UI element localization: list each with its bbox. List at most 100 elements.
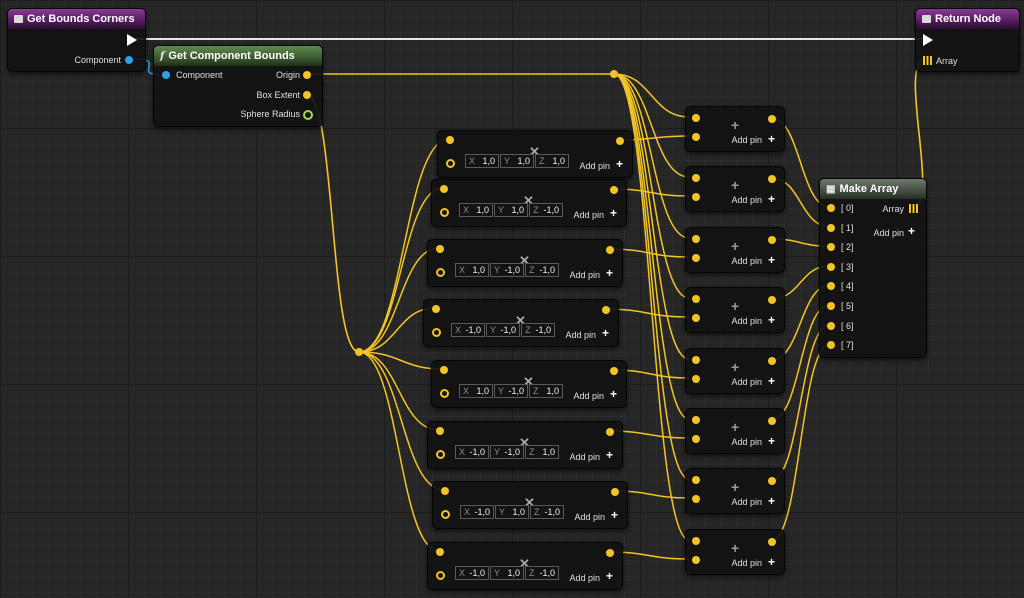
add-output-pin[interactable]: [768, 236, 776, 244]
vector-z-field[interactable]: Z-1,0: [521, 323, 555, 337]
entry-node[interactable]: Get Bounds Corners Component: [7, 8, 146, 72]
add-node[interactable]: + Add pin +: [685, 227, 785, 273]
multiply-add-pin-icon[interactable]: +: [610, 206, 618, 220]
add-add-pin-icon[interactable]: +: [768, 192, 776, 206]
multiply-input-a-pin[interactable]: [432, 305, 440, 313]
add-input-b-pin[interactable]: [692, 314, 700, 322]
add-output-pin[interactable]: [768, 477, 776, 485]
multiply-input-a-pin[interactable]: [441, 487, 449, 495]
add-node[interactable]: + Add pin +: [685, 166, 785, 212]
multiply-add-pin-icon[interactable]: +: [610, 387, 618, 401]
add-input-a-pin[interactable]: [692, 537, 700, 545]
add-node[interactable]: + Add pin +: [685, 287, 785, 333]
multiply-input-b-pin[interactable]: [432, 328, 441, 337]
add-input-b-pin[interactable]: [692, 254, 700, 262]
return-node-header[interactable]: Return Node: [916, 9, 1019, 29]
add-input-b-pin[interactable]: [692, 193, 700, 201]
exec-out-pin[interactable]: [127, 34, 137, 46]
vector-y-field[interactable]: Y-1,0: [494, 384, 528, 398]
vector-y-field[interactable]: Y-1,0: [490, 263, 524, 277]
make-array-input-pin[interactable]: [827, 341, 835, 350]
multiply-input-b-pin[interactable]: [446, 159, 455, 168]
vector-z-field[interactable]: Z-1,0: [530, 505, 564, 519]
add-add-pin-icon[interactable]: +: [768, 253, 776, 267]
sphere-radius-pin[interactable]: [303, 110, 313, 120]
vector-y-field[interactable]: Y-1,0: [486, 323, 520, 337]
multiply-input-a-pin[interactable]: [436, 548, 444, 556]
add-output-pin[interactable]: [768, 175, 776, 183]
make-array-node[interactable]: ▦ Make Array Array Add pin + [ 0][ 1][ 2…: [819, 178, 927, 358]
make-array-input-pin[interactable]: [827, 302, 835, 310]
multiply-output-pin[interactable]: [611, 488, 619, 496]
origin-pin[interactable]: [303, 71, 311, 79]
multiply-output-pin[interactable]: [610, 186, 618, 194]
add-node[interactable]: + Add pin +: [685, 408, 785, 454]
multiply-add-pin-icon[interactable]: +: [602, 326, 610, 340]
vector-x-field[interactable]: X-1,0: [451, 323, 485, 337]
multiply-input-b-pin[interactable]: [441, 510, 450, 519]
multiply-input-b-pin[interactable]: [436, 571, 445, 580]
entry-component-pin[interactable]: [125, 56, 133, 64]
multiply-node[interactable]: ✕ X-1,0 Y-1,0 Z-1,0 Add pin +: [423, 299, 619, 347]
add-output-pin[interactable]: [768, 538, 776, 546]
get-component-bounds-node[interactable]: f Get Component Bounds Component Origin …: [153, 45, 323, 127]
add-add-pin-icon[interactable]: +: [768, 494, 776, 508]
multiply-output-pin[interactable]: [606, 246, 614, 254]
add-node[interactable]: + Add pin +: [685, 529, 785, 575]
add-input-a-pin[interactable]: [692, 416, 700, 424]
make-array-add-pin-icon[interactable]: +: [908, 224, 916, 238]
add-add-pin-icon[interactable]: +: [768, 555, 776, 569]
box-extent-pin[interactable]: [303, 91, 311, 99]
entry-node-header[interactable]: Get Bounds Corners: [8, 9, 145, 29]
add-input-b-pin[interactable]: [692, 435, 700, 443]
add-input-b-pin[interactable]: [692, 133, 700, 141]
multiply-output-pin[interactable]: [606, 428, 614, 436]
make-array-input-pin[interactable]: [827, 243, 835, 252]
multiply-input-b-pin[interactable]: [440, 389, 449, 398]
multiply-input-b-pin[interactable]: [436, 268, 445, 277]
multiply-input-a-pin[interactable]: [436, 245, 444, 253]
multiply-input-a-pin[interactable]: [440, 366, 448, 374]
add-input-b-pin[interactable]: [692, 495, 700, 503]
multiply-input-b-pin[interactable]: [440, 208, 449, 217]
add-node[interactable]: + Add pin +: [685, 348, 785, 394]
add-output-pin[interactable]: [768, 115, 776, 123]
multiply-input-a-pin[interactable]: [446, 136, 454, 144]
multiply-add-pin-icon[interactable]: +: [606, 569, 614, 583]
vector-y-field[interactable]: Y-1,0: [490, 445, 524, 459]
vector-x-field[interactable]: X-1,0: [460, 505, 494, 519]
multiply-input-a-pin[interactable]: [440, 185, 448, 193]
make-array-header[interactable]: ▦ Make Array: [820, 179, 926, 199]
multiply-add-pin-icon[interactable]: +: [606, 266, 614, 280]
add-output-pin[interactable]: [768, 357, 776, 365]
add-input-a-pin[interactable]: [692, 235, 700, 243]
vector-x-field[interactable]: X-1,0: [455, 566, 489, 580]
multiply-output-pin[interactable]: [606, 549, 614, 557]
add-node[interactable]: + Add pin +: [685, 106, 785, 152]
multiply-input-a-pin[interactable]: [436, 427, 444, 435]
add-input-a-pin[interactable]: [692, 476, 700, 484]
vector-z-field[interactable]: Z-1,0: [529, 203, 563, 217]
return-array-pin[interactable]: [923, 56, 932, 65]
add-input-a-pin[interactable]: [692, 295, 700, 303]
add-input-a-pin[interactable]: [692, 114, 700, 122]
vector-z-field[interactable]: Z-1,0: [525, 566, 559, 580]
add-add-pin-icon[interactable]: +: [768, 313, 776, 327]
multiply-output-pin[interactable]: [610, 367, 618, 375]
multiply-output-pin[interactable]: [616, 137, 624, 145]
